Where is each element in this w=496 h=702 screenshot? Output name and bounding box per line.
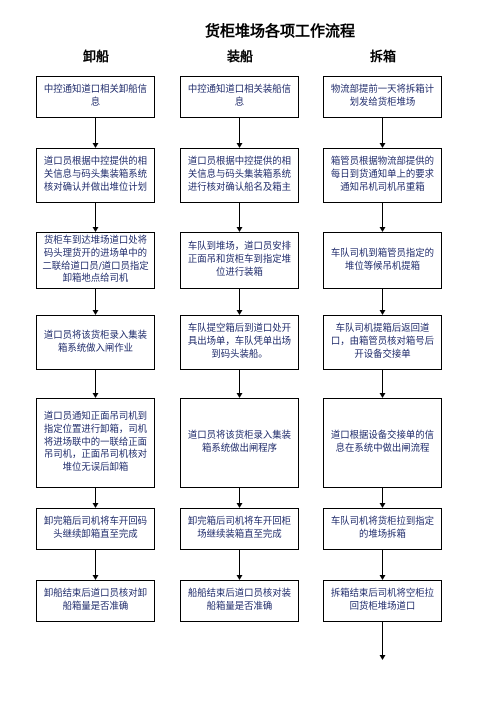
unloading-step-6: 卸完箱后司机将车开回码头继续卸箱直至完成 — [36, 508, 155, 550]
unloading-step-7: 卸船结束后道口员核对卸船箱量是否准确 — [36, 580, 155, 622]
unpacking-arrow-1-head — [379, 143, 386, 148]
column-header-unpacking: 拆箱 — [369, 50, 396, 65]
unpacking-step-7: 拆箱结束后司机将空柜拉回货柜堆场道口 — [323, 580, 442, 622]
column-header-unloading: 卸船 — [82, 50, 109, 65]
unloading-step-1: 中控通知道口相关卸船信息 — [36, 76, 155, 118]
loading-step-1: 中控通知道口相关装船信息 — [180, 76, 299, 118]
unpacking-arrow-end-head — [379, 655, 386, 660]
column-header-loading: 装船 — [226, 50, 253, 65]
loading-step-4: 车队提空箱后到道口处开具出场单，车队凭单出场到码头装船。 — [180, 315, 299, 370]
unpacking-arrow-3-head — [379, 310, 386, 315]
unloading-step-3: 货柜车到达堆场道口处将码头理货开的进场单中的二联给道口员/道口员指定卸箱地点给司… — [36, 232, 155, 289]
loading-step-5: 道口员将该货柜录入集装箱系统做出闸程序 — [180, 398, 299, 488]
unloading-step-4: 道口员将该货柜录入集装箱系统做入闸作业 — [36, 315, 155, 370]
unpacking-step-1: 物流部提前一天将拆箱计划发给货柜堆场 — [323, 76, 442, 118]
loading-arrow-6-head — [236, 575, 243, 580]
unpacking-step-6: 车队司机将货柜拉到指定的堆场拆箱 — [323, 508, 442, 550]
unpacking-step-2: 箱管员根据物流部提供的每日到货通知单上的要求通知吊机司机吊重箱 — [323, 148, 442, 203]
page-title: 货柜堆场各项工作流程 — [204, 22, 355, 40]
unpacking-arrow-5-head — [379, 503, 386, 508]
loading-arrow-1-head — [236, 143, 243, 148]
unloading-arrow-4-head — [92, 393, 99, 398]
loading-step-6: 卸完箱后司机将车开回柜场继续装箱直至完成 — [180, 508, 299, 550]
loading-arrow-2-head — [236, 227, 243, 232]
loading-arrow-3-head — [236, 310, 243, 315]
unloading-arrow-6-head — [92, 575, 99, 580]
unloading-step-5: 道口员通知正面吊司机到指定位置进行卸箱，司机将进场联中的一联给正面吊司机，正面吊… — [36, 398, 155, 488]
unloading-arrow-2-head — [92, 227, 99, 232]
loading-arrow-5-head — [236, 503, 243, 508]
unloading-arrow-5-head — [92, 503, 99, 508]
unpacking-arrow-4-head — [379, 393, 386, 398]
loading-step-3: 车队到堆场，道口员安排正面吊和货柜车到指定堆位进行装箱 — [180, 232, 299, 289]
loading-step-7: 船船结束后道口员核对装船箱量是否准确 — [180, 580, 299, 622]
unloading-arrow-1-head — [92, 143, 99, 148]
unpacking-arrow-2-head — [379, 227, 386, 232]
unpacking-step-4: 车队司机提箱后返回道口，由箱管员核对箱号后开设备交接单 — [323, 315, 442, 370]
loading-step-2: 道口员根据中控提供的相关信息与码头集装箱系统进行核对确认船名及箱主 — [180, 148, 299, 203]
unpacking-step-5: 道口根据设备交接单的信息在系统中做出闸流程 — [323, 398, 442, 488]
unloading-step-2: 道口员根据中控提供的相关信息与码头集装箱系统核对确认并做出堆位计划 — [36, 148, 155, 203]
unpacking-arrow-6-head — [379, 575, 386, 580]
unpacking-step-3: 车队司机到箱管员指定的堆位等候吊机提箱 — [323, 232, 442, 289]
unloading-arrow-3-head — [92, 310, 99, 315]
loading-arrow-4-head — [236, 393, 243, 398]
